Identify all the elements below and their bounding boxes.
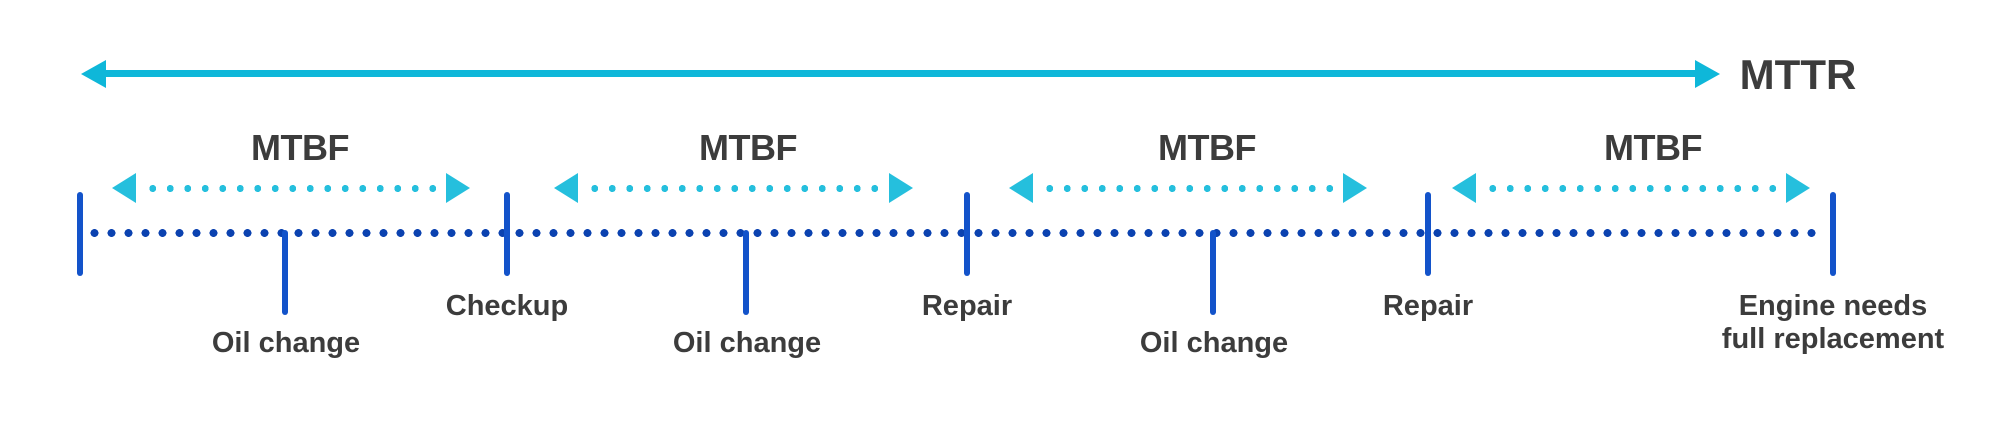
arrowhead-left-icon xyxy=(1452,173,1476,203)
mtbf-label-2: MTBF xyxy=(699,127,797,168)
label-engine-replacement-line-1: Engine needs xyxy=(1738,290,1928,322)
tick-repair-2 xyxy=(1425,192,1431,276)
dotted-line xyxy=(586,185,881,192)
tick-engine-replacement xyxy=(1830,192,1836,276)
mtbf-arrow-4 xyxy=(1452,173,1810,203)
arrowhead-right-icon xyxy=(1343,173,1367,203)
arrowhead-left-icon xyxy=(112,173,136,203)
mtbf-arrow-2 xyxy=(554,173,913,203)
arrowhead-right-icon xyxy=(889,173,913,203)
arrowhead-right-icon xyxy=(1786,173,1810,203)
mttr-label: MTTR xyxy=(1739,51,1857,98)
arrowhead-left-icon xyxy=(554,173,578,203)
label-checkup: Checkup xyxy=(445,290,569,322)
label-oil-change-3: Oil change xyxy=(1139,327,1289,359)
tick-checkup xyxy=(504,192,510,276)
tick-repair-1 xyxy=(964,192,970,276)
mtbf-arrow-1 xyxy=(112,173,470,203)
arrowhead-left-icon xyxy=(1009,173,1033,203)
timeline-dotted-line xyxy=(86,229,1824,237)
tick-oil-change-1 xyxy=(282,230,288,315)
label-oil-change-2: Oil change xyxy=(672,327,822,359)
label-engine-replacement-line-2: full replacement xyxy=(1721,323,1945,355)
dotted-line xyxy=(1041,185,1335,192)
label-oil-change-1: Oil change xyxy=(211,327,361,359)
tick-oil-change-3 xyxy=(1210,230,1216,315)
label-repair-1: Repair xyxy=(921,290,1013,322)
mtbf-label-3: MTBF xyxy=(1158,127,1256,168)
label-repair-2: Repair xyxy=(1382,290,1474,322)
mtbf-label-1: MTBF xyxy=(251,127,349,168)
mttr-arrowhead-right-icon xyxy=(1695,60,1720,88)
label-engine-replacement: Engine needs full replacement xyxy=(1722,290,1944,356)
mtbf-arrow-3 xyxy=(1009,173,1367,203)
dotted-line xyxy=(1484,185,1778,192)
mtbf-label-4: MTBF xyxy=(1604,127,1702,168)
tick-oil-change-2 xyxy=(743,230,749,315)
dotted-line xyxy=(144,185,438,192)
mttr-arrow-line xyxy=(98,70,1698,77)
tick-timeline-start xyxy=(77,192,83,276)
arrowhead-right-icon xyxy=(446,173,470,203)
mttr-arrowhead-left-icon xyxy=(81,60,106,88)
